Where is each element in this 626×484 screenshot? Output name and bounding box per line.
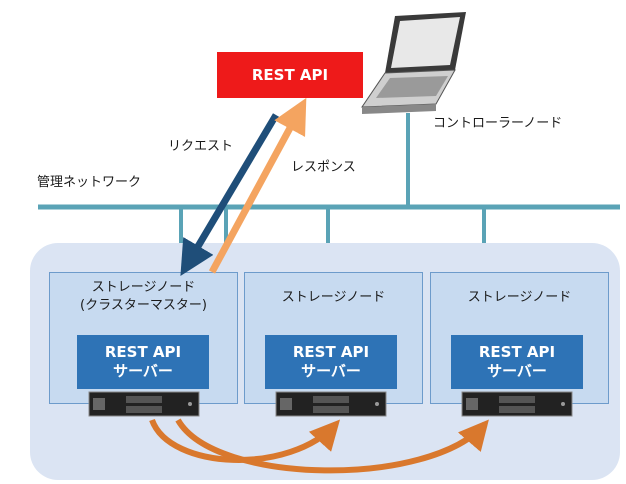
request-arrow — [180, 113, 280, 277]
storage-node-title: ストレージノード — [467, 290, 572, 305]
server-hardware-icon — [461, 391, 573, 417]
laptop-icon — [361, 12, 466, 114]
rest-api-server-line2: サーバー — [301, 362, 361, 380]
rest-api-server-line1: REST API — [104, 342, 182, 361]
rest-api-label: REST API — [251, 66, 329, 84]
rest-api-box: REST API — [217, 52, 363, 98]
controller-node-label: コントローラーノード — [433, 116, 563, 131]
server-hardware-icon — [275, 391, 387, 417]
response-arrow — [208, 97, 307, 274]
response-label: レスポンス — [291, 160, 356, 175]
storage-node-3: ストレージノード REST API サーバー — [430, 272, 609, 404]
sync-arrow-node3 — [175, 418, 489, 474]
storage-node-master: ストレージノード (クラスターマスター) REST API サーバー — [49, 272, 238, 404]
rest-api-server-line1: REST API — [478, 342, 556, 361]
rest-api-server-line1: REST API — [292, 342, 370, 361]
storage-node-2: ストレージノード REST API サーバー — [244, 272, 423, 404]
storage-node-title: ストレージノード (クラスターマスター) — [80, 280, 207, 313]
rest-api-server-box: REST API サーバー — [265, 335, 397, 389]
rest-api-server-box: REST API サーバー — [451, 335, 583, 389]
rest-api-server-line2: サーバー — [113, 362, 173, 380]
request-label: リクエスト — [168, 139, 234, 154]
storage-node-title: ストレージノード — [281, 290, 386, 305]
server-hardware-icon — [88, 391, 200, 417]
rest-api-server-line2: サーバー — [487, 362, 547, 380]
rest-api-server-box: REST API サーバー — [77, 335, 209, 389]
management-network-label: 管理ネットワーク — [37, 175, 142, 190]
